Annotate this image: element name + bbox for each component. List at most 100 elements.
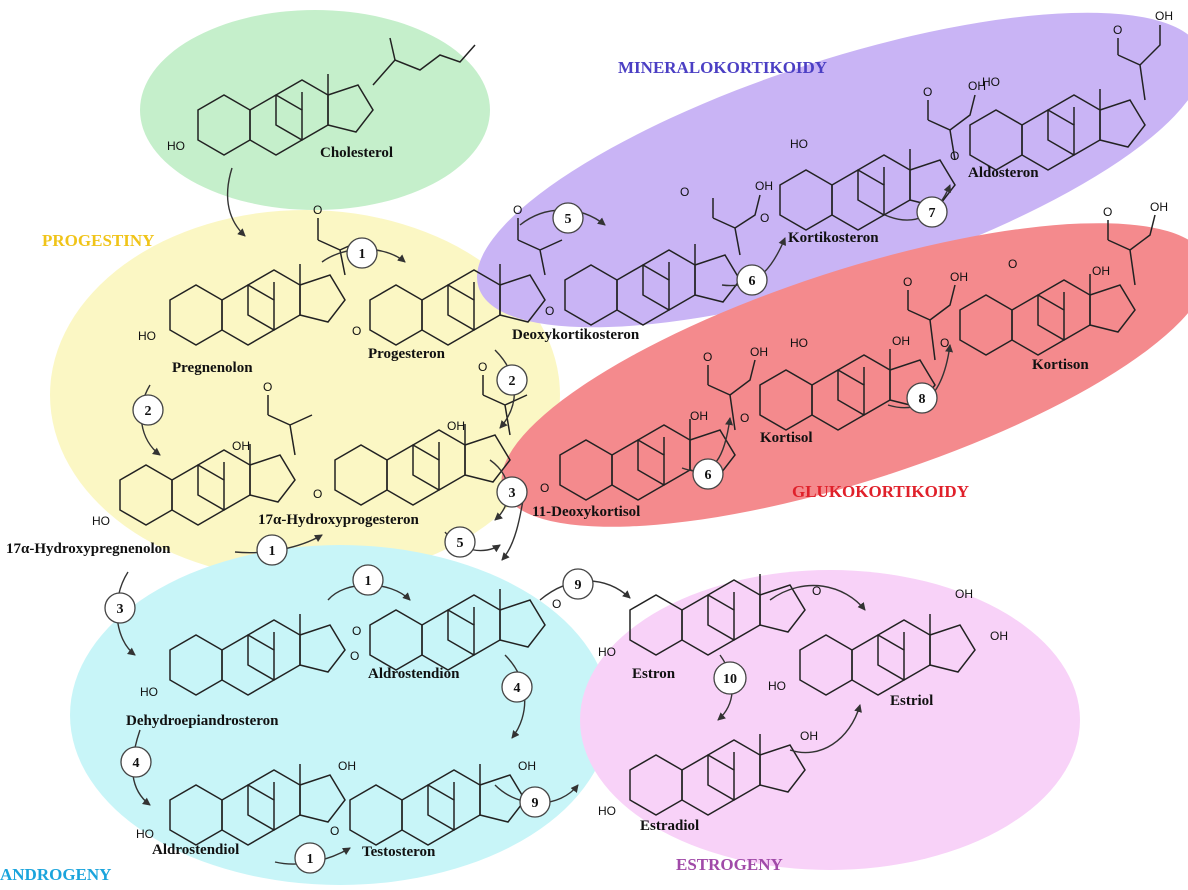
- svg-text:O: O: [478, 360, 487, 374]
- svg-text:O: O: [552, 597, 561, 611]
- svg-text:OH: OH: [755, 179, 773, 193]
- svg-text:OH: OH: [1155, 9, 1173, 23]
- svg-text:O: O: [812, 584, 821, 598]
- compound-label-aldosteron: Aldosteron: [968, 165, 1039, 181]
- compound-label-estriol: Estriol: [890, 693, 933, 709]
- svg-text:OH: OH: [750, 345, 768, 359]
- structure-hydroxyprogesteron: O OH O: [313, 360, 528, 506]
- step-6-deoxykortisol-kortisol: 6: [692, 458, 724, 490]
- svg-text:HO: HO: [136, 827, 154, 841]
- svg-text:OH: OH: [950, 270, 968, 284]
- step-2-progesteron-hydroxyprogesteron: 2: [496, 364, 528, 396]
- step-9-testosteron-estradiol: 9: [519, 786, 551, 818]
- compound-label-kortisol: Kortisol: [760, 430, 813, 446]
- svg-text:OH: OH: [447, 419, 465, 433]
- svg-text:HO: HO: [982, 75, 1000, 89]
- svg-text:OH: OH: [1092, 264, 1110, 278]
- svg-text:O: O: [950, 149, 959, 163]
- svg-text:4: 4: [133, 756, 140, 771]
- svg-text:O: O: [903, 275, 912, 289]
- svg-text:O: O: [940, 336, 949, 350]
- svg-text:9: 9: [575, 578, 582, 593]
- svg-text:1: 1: [359, 247, 366, 262]
- compound-label-hydroxypregnenolon: 17α-Hydroxypregnenolon: [6, 541, 171, 557]
- structure-estriol: HO OH OH: [768, 587, 1008, 696]
- compound-label-hydroxyprogesteron: 17α-Hydroxyprogesteron: [258, 512, 420, 528]
- svg-text:HO: HO: [167, 139, 185, 153]
- step-9-aldrostendion-estron: 9: [562, 568, 594, 600]
- structure-kortison: O O OH O OH: [940, 200, 1168, 356]
- svg-text:O: O: [1113, 23, 1122, 37]
- step-8-kortisol-kortison: 8: [906, 382, 938, 414]
- group-label-progestiny: PROGESTINY: [42, 231, 154, 250]
- step-7-kortikosteron-aldosteron: 7: [916, 196, 948, 228]
- svg-text:HO: HO: [138, 329, 156, 343]
- structure-kortisol: O HO OH O OH: [740, 270, 968, 431]
- estrogeny-region: [580, 570, 1080, 870]
- svg-text:1: 1: [269, 544, 276, 559]
- structure-testosteron: O OH: [330, 759, 536, 846]
- step-1-hydroxypregnenolon-hydroxyprogesteron: 1: [256, 534, 288, 566]
- svg-text:O: O: [352, 324, 361, 338]
- step-3-hydroxyprogesteron-aldrostendion: 3: [496, 476, 528, 508]
- svg-text:6: 6: [749, 274, 756, 289]
- svg-text:O: O: [545, 304, 554, 318]
- svg-text:O: O: [1103, 205, 1112, 219]
- svg-text:O: O: [1008, 257, 1017, 271]
- svg-text:O: O: [513, 203, 522, 217]
- svg-text:O: O: [740, 411, 749, 425]
- structure-aldrostendion: O O: [350, 588, 561, 671]
- compound-label-pregnenolon: Pregnenolon: [172, 360, 253, 376]
- compound-label-estradiol: Estradiol: [640, 818, 699, 834]
- structure-cholesterol: HO: [167, 37, 476, 156]
- svg-text:HO: HO: [598, 645, 616, 659]
- step-10-estron-estradiol: 10: [713, 661, 747, 695]
- svg-text:HO: HO: [790, 137, 808, 151]
- svg-text:2: 2: [145, 404, 152, 419]
- svg-text:OH: OH: [800, 729, 818, 743]
- compound-label-aldrostendiol: Aldrostendiol: [152, 842, 239, 858]
- svg-text:4: 4: [514, 681, 521, 696]
- svg-text:HO: HO: [140, 685, 158, 699]
- svg-text:5: 5: [457, 536, 464, 551]
- svg-text:OH: OH: [968, 79, 986, 93]
- svg-text:O: O: [540, 481, 549, 495]
- svg-text:10: 10: [723, 672, 737, 687]
- svg-text:1: 1: [365, 574, 372, 589]
- compound-label-aldrostendion: Aldrostendion: [368, 666, 460, 682]
- compound-label-kortison: Kortison: [1032, 357, 1089, 373]
- svg-text:O: O: [313, 203, 322, 217]
- structure-deoxykortikosteron: O O OH: [545, 179, 773, 326]
- arrow-estron-estriol: [769, 584, 866, 611]
- step-3-hydroxypregnenolon-dhea: 3: [104, 592, 136, 624]
- compound-label-deoxykortikosteron: Deoxykortikosteron: [512, 327, 640, 343]
- svg-text:OH: OH: [955, 587, 973, 601]
- svg-text:3: 3: [117, 602, 124, 617]
- svg-text:O: O: [703, 350, 712, 364]
- svg-text:6: 6: [705, 468, 712, 483]
- group-label-glukokortikoidy: GLUKOKORTIKOIDY: [792, 482, 969, 501]
- structure-deoxykortisol: O OH O OH: [540, 345, 768, 501]
- androgeny-region: [70, 545, 610, 885]
- structure-kortikosteron: O HO O OH: [760, 79, 986, 231]
- step-6-deoxykortikosteron-kortikosteron: 6: [736, 264, 768, 296]
- compound-label-progesteron: Progesteron: [368, 346, 446, 362]
- svg-text:O: O: [760, 211, 769, 225]
- structure-aldosteron: O HO O OH: [950, 9, 1173, 171]
- compound-label-testosteron: Testosteron: [362, 844, 436, 860]
- cholesterol-region: [140, 10, 490, 210]
- svg-text:O: O: [923, 85, 932, 99]
- compound-label-dhea: Dehydroepiandrosteron: [126, 713, 279, 729]
- step-2-pregnenolon-hydroxypregnenolon: 2: [132, 394, 164, 426]
- svg-text:HO: HO: [768, 679, 786, 693]
- structure-dhea: HO O: [140, 613, 361, 699]
- step-4-dhea-aldrostendiol: 4: [120, 746, 152, 778]
- svg-text:O: O: [330, 824, 339, 838]
- svg-text:O: O: [350, 649, 359, 663]
- svg-text:O: O: [352, 624, 361, 638]
- svg-text:O: O: [263, 380, 272, 394]
- step-1-pregnenolon-progesteron: 1: [346, 237, 378, 269]
- svg-text:HO: HO: [598, 804, 616, 818]
- structure-aldrostendiol: HO OH: [136, 759, 356, 846]
